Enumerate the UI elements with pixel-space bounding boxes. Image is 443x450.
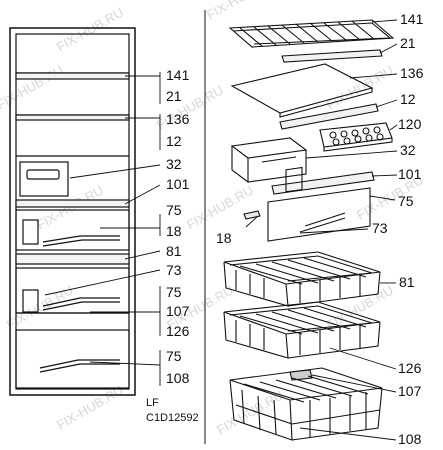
- watermark-layer: FIX-HUB.RU FIX-HUB.RU FIX-HUB.RU FIX-HUB…: [0, 0, 426, 438]
- label-126: 126: [166, 323, 190, 339]
- watermark: FIX-HUB.RU: [204, 0, 276, 23]
- label-107: 107: [166, 303, 190, 319]
- label-126: 126: [398, 360, 422, 376]
- label-108: 108: [398, 431, 422, 447]
- label-75: 75: [166, 202, 182, 218]
- label-81: 81: [399, 274, 415, 290]
- label-136: 136: [400, 65, 424, 81]
- label-12: 12: [166, 133, 182, 149]
- label-141: 141: [400, 11, 424, 27]
- label-21: 21: [400, 35, 416, 51]
- label-73: 73: [372, 220, 388, 236]
- watermark: FIX-HUB.RU: [54, 4, 126, 54]
- exploded-view: [223, 19, 395, 441]
- right-leaders: [245, 19, 398, 441]
- label-101: 101: [166, 176, 190, 192]
- basket-108: [229, 367, 383, 441]
- label-12: 12: [400, 91, 416, 107]
- label-120: 120: [398, 116, 422, 132]
- label-32: 32: [400, 142, 416, 158]
- label-21: 21: [166, 88, 182, 104]
- panel-75: [267, 166, 371, 242]
- part-number: C1D12592: [146, 412, 199, 424]
- left-labels: 141 21 136 12 32 101 75 18 81 73 75 107 …: [166, 67, 190, 386]
- label-107: 107: [398, 383, 422, 399]
- watermark: FIX-HUB.RU: [324, 62, 396, 112]
- label-73: 73: [166, 262, 182, 278]
- wire-shelf-141: [228, 19, 395, 48]
- label-18: 18: [166, 223, 182, 239]
- model-code: LF: [146, 397, 159, 409]
- watermark: FIX-HUB.RU: [184, 182, 256, 232]
- egg-tray-120: [319, 122, 393, 152]
- label-108: 108: [166, 370, 190, 386]
- label-81: 81: [166, 243, 182, 259]
- left-leaders: [44, 72, 161, 386]
- label-18: 18: [216, 230, 232, 246]
- box-32: [230, 137, 308, 184]
- watermark: FIX-HUB.RU: [54, 382, 126, 432]
- label-136: 136: [166, 111, 190, 127]
- label-75: 75: [166, 284, 182, 300]
- watermark: FIX-HUB.RU: [154, 82, 226, 132]
- watermark: FIX-HUB.RU: [4, 282, 76, 332]
- label-32: 32: [166, 156, 182, 172]
- label-141: 141: [166, 67, 190, 83]
- right-labels: 141 21 136 12 120 32 101 75 18 73 81 126…: [216, 11, 424, 447]
- label-75: 75: [398, 193, 414, 209]
- fridge-front-view: [9, 27, 136, 396]
- label-75: 75: [166, 348, 182, 364]
- label-101: 101: [398, 166, 422, 182]
- basket-81: [223, 251, 381, 307]
- basket-126: [223, 301, 381, 359]
